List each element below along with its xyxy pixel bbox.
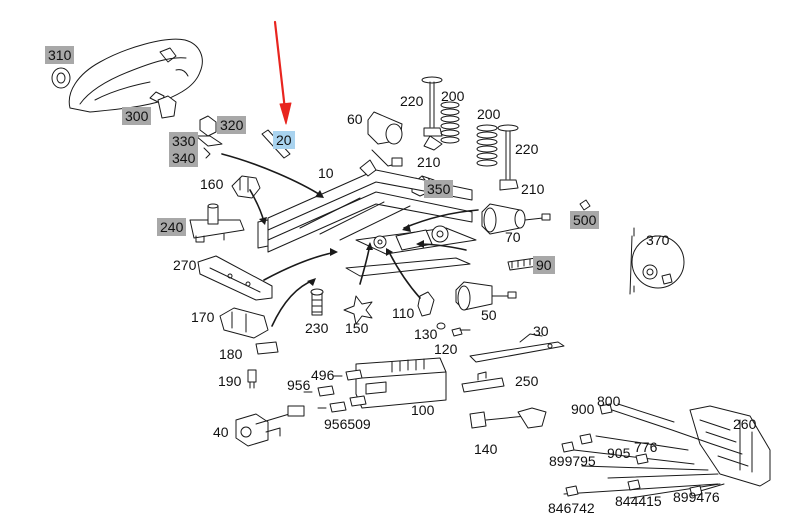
leader-arrowheads	[259, 190, 424, 286]
bracket-part-30	[469, 333, 565, 363]
motor-part-50	[455, 281, 517, 311]
callout-370[interactable]: 370	[646, 232, 670, 248]
callout-310[interactable]: 310	[45, 46, 75, 64]
control-module-part-100	[355, 357, 447, 409]
callout-210-right[interactable]: 210	[521, 181, 545, 197]
callout-20-selected[interactable]: 20	[273, 131, 295, 149]
seat-frame-part-10	[257, 159, 477, 277]
callout-320[interactable]: 320	[217, 116, 247, 134]
callout-496[interactable]: 496	[311, 367, 335, 383]
callout-899476[interactable]: 899476	[673, 489, 720, 505]
connectors-956-group	[303, 369, 367, 413]
callout-220-left[interactable]: 220	[400, 93, 424, 109]
callout-100[interactable]: 100	[411, 402, 435, 418]
wiring-harness	[561, 403, 725, 499]
callout-70[interactable]: 70	[505, 229, 521, 245]
callout-110[interactable]: 110	[392, 305, 415, 321]
lever-part-110	[417, 291, 435, 317]
callout-330[interactable]: 330	[169, 132, 199, 150]
sensor-part-190	[247, 369, 257, 389]
callout-500[interactable]: 500	[570, 211, 600, 229]
callout-844415[interactable]: 844415	[615, 493, 662, 509]
callout-160[interactable]: 160	[200, 176, 224, 192]
callout-40[interactable]: 40	[213, 424, 229, 440]
callout-190[interactable]: 190	[218, 373, 242, 389]
callout-899795[interactable]: 899795	[549, 453, 596, 469]
callout-905[interactable]: 905	[607, 445, 631, 461]
callout-210-left[interactable]: 210	[417, 154, 441, 170]
connector-housing-part-260	[689, 405, 771, 487]
spring-strut-left	[421, 76, 460, 151]
module-part-40	[235, 405, 305, 447]
bracket-part-330	[195, 115, 223, 159]
callout-140[interactable]: 140	[474, 441, 498, 457]
callout-900[interactable]: 900	[571, 401, 595, 417]
bolt-part-120	[451, 327, 471, 337]
callout-846742[interactable]: 846742	[548, 500, 595, 516]
callout-170[interactable]: 170	[191, 309, 215, 325]
callout-180[interactable]: 180	[219, 346, 243, 362]
seat-back-panel-part	[51, 38, 203, 119]
callout-956509[interactable]: 956509	[324, 416, 371, 432]
callout-30[interactable]: 30	[533, 323, 549, 339]
callout-220-right[interactable]: 220	[515, 141, 539, 157]
callout-60[interactable]: 60	[347, 111, 363, 127]
callout-350[interactable]: 350	[424, 180, 454, 198]
callout-120[interactable]: 120	[434, 341, 458, 357]
motor-part-70	[481, 203, 551, 235]
rail-part-270	[197, 255, 273, 301]
bracket-part-250	[461, 371, 505, 393]
callout-10[interactable]: 10	[318, 165, 334, 181]
spring-strut-right	[476, 124, 519, 191]
callout-776[interactable]: 776	[634, 439, 658, 455]
switch-part-140	[469, 407, 547, 429]
detail-circle-370	[629, 227, 685, 295]
callout-800[interactable]: 800	[597, 393, 621, 409]
callout-270[interactable]: 270	[173, 257, 197, 273]
cover-part-170	[219, 307, 269, 339]
bolt-part-230	[310, 288, 324, 316]
callout-300[interactable]: 300	[122, 107, 152, 125]
callout-956[interactable]: 956	[287, 377, 311, 393]
pointer-arrow	[273, 20, 292, 125]
washer-part-130	[436, 322, 446, 330]
callout-200-left[interactable]: 200	[441, 88, 465, 104]
callout-340[interactable]: 340	[169, 149, 199, 167]
callout-150[interactable]: 150	[345, 320, 369, 336]
connector-part-180	[255, 341, 279, 355]
callout-250[interactable]: 250	[515, 373, 539, 389]
knob-part-150	[343, 295, 373, 325]
callout-240[interactable]: 240	[157, 218, 187, 236]
rack-part-90	[507, 257, 539, 271]
callout-260[interactable]: 260	[733, 416, 757, 432]
callout-50[interactable]: 50	[481, 307, 497, 323]
clip-part-500	[579, 199, 591, 211]
clamp-part-160	[231, 175, 261, 199]
motor-part-60	[367, 111, 403, 167]
callout-200-right[interactable]: 200	[477, 106, 501, 122]
rail-block-part-240	[189, 203, 245, 243]
callout-90[interactable]: 90	[533, 256, 555, 274]
callout-230[interactable]: 230	[305, 320, 329, 336]
callout-130[interactable]: 130	[414, 326, 438, 342]
